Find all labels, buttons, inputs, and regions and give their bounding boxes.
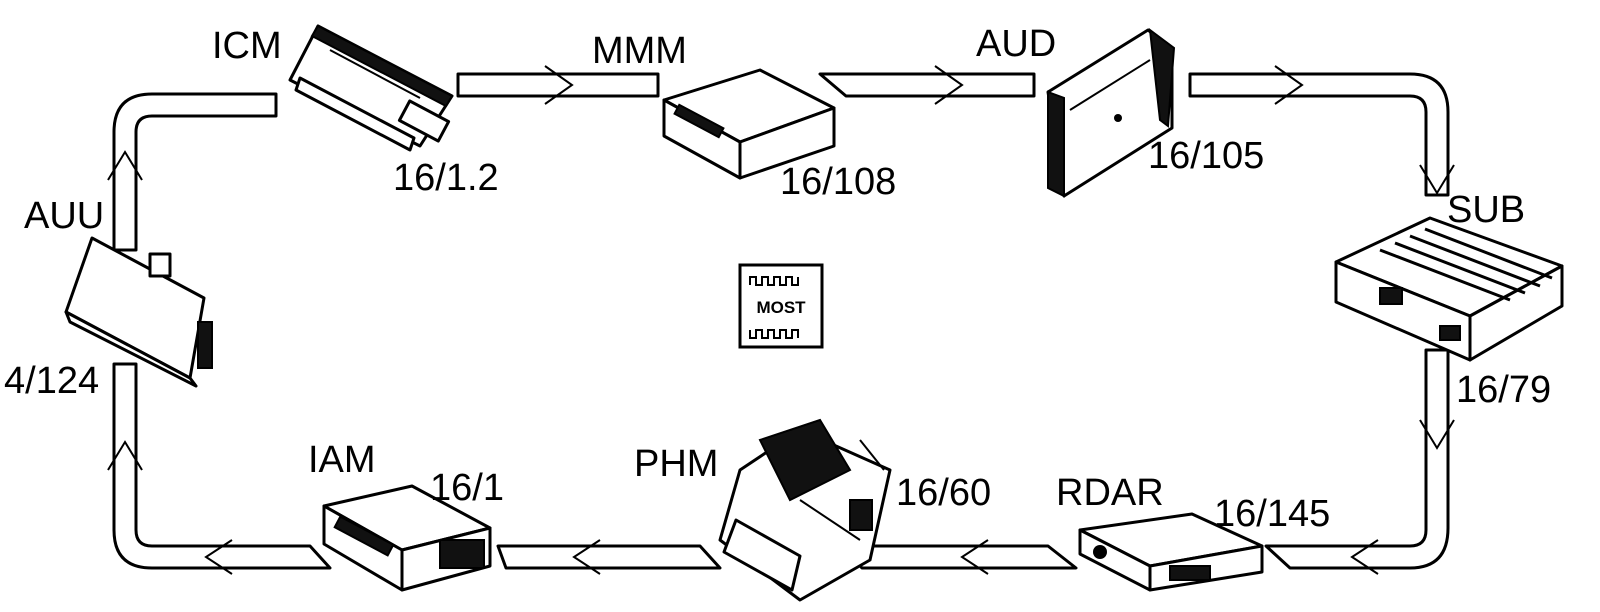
sub-id-label: 16/79 bbox=[1456, 369, 1551, 411]
icm-id-label: 16/1.2 bbox=[393, 157, 499, 199]
ring-pipes bbox=[107, 65, 1455, 575]
icm-name-label: ICM bbox=[212, 25, 282, 67]
mmm-id-label: 16/108 bbox=[780, 161, 896, 203]
iam-device-icon[interactable] bbox=[322, 484, 492, 592]
icm-device-icon[interactable] bbox=[288, 24, 454, 152]
mmm-name-label: MMM bbox=[592, 30, 687, 72]
pipe-iam-to-auu bbox=[107, 362, 332, 575]
pipe-aud-to-sub bbox=[1188, 65, 1455, 197]
auu-name-label: AUU bbox=[24, 195, 104, 237]
pipe-phm-to-iam bbox=[496, 539, 722, 575]
aud-id-label: 16/105 bbox=[1148, 135, 1264, 177]
iam-name-label: IAM bbox=[308, 439, 376, 481]
pipe-rdar-to-phm bbox=[840, 539, 1078, 575]
auu-id-label: 4/124 bbox=[4, 360, 99, 402]
aud-device-icon[interactable] bbox=[1046, 27, 1176, 198]
sub-name-label: SUB bbox=[1447, 189, 1525, 231]
rdar-name-label: RDAR bbox=[1056, 472, 1164, 514]
phm-id-label: 16/60 bbox=[896, 472, 991, 514]
pipe-auu-to-icm bbox=[107, 92, 278, 252]
phm-device-icon[interactable] bbox=[718, 418, 892, 602]
rdar-id-label: 16/145 bbox=[1214, 493, 1330, 535]
iam-id-label: 16/1 bbox=[430, 467, 504, 509]
sub-device-icon[interactable] bbox=[1334, 216, 1564, 362]
most-logo-text: MOST bbox=[756, 298, 806, 317]
pipe-icm-to-mmm bbox=[456, 65, 660, 105]
mmm-device-icon[interactable] bbox=[662, 68, 836, 180]
most-network-icon: MOST bbox=[738, 263, 824, 349]
pipe-sub-to-rdar bbox=[1264, 348, 1455, 575]
phm-name-label: PHM bbox=[634, 443, 718, 485]
rdar-device-icon[interactable] bbox=[1078, 512, 1264, 592]
auu-device-icon[interactable] bbox=[64, 236, 213, 388]
aud-name-label: AUD bbox=[976, 23, 1056, 65]
pipe-mmm-to-aud bbox=[818, 65, 1036, 105]
